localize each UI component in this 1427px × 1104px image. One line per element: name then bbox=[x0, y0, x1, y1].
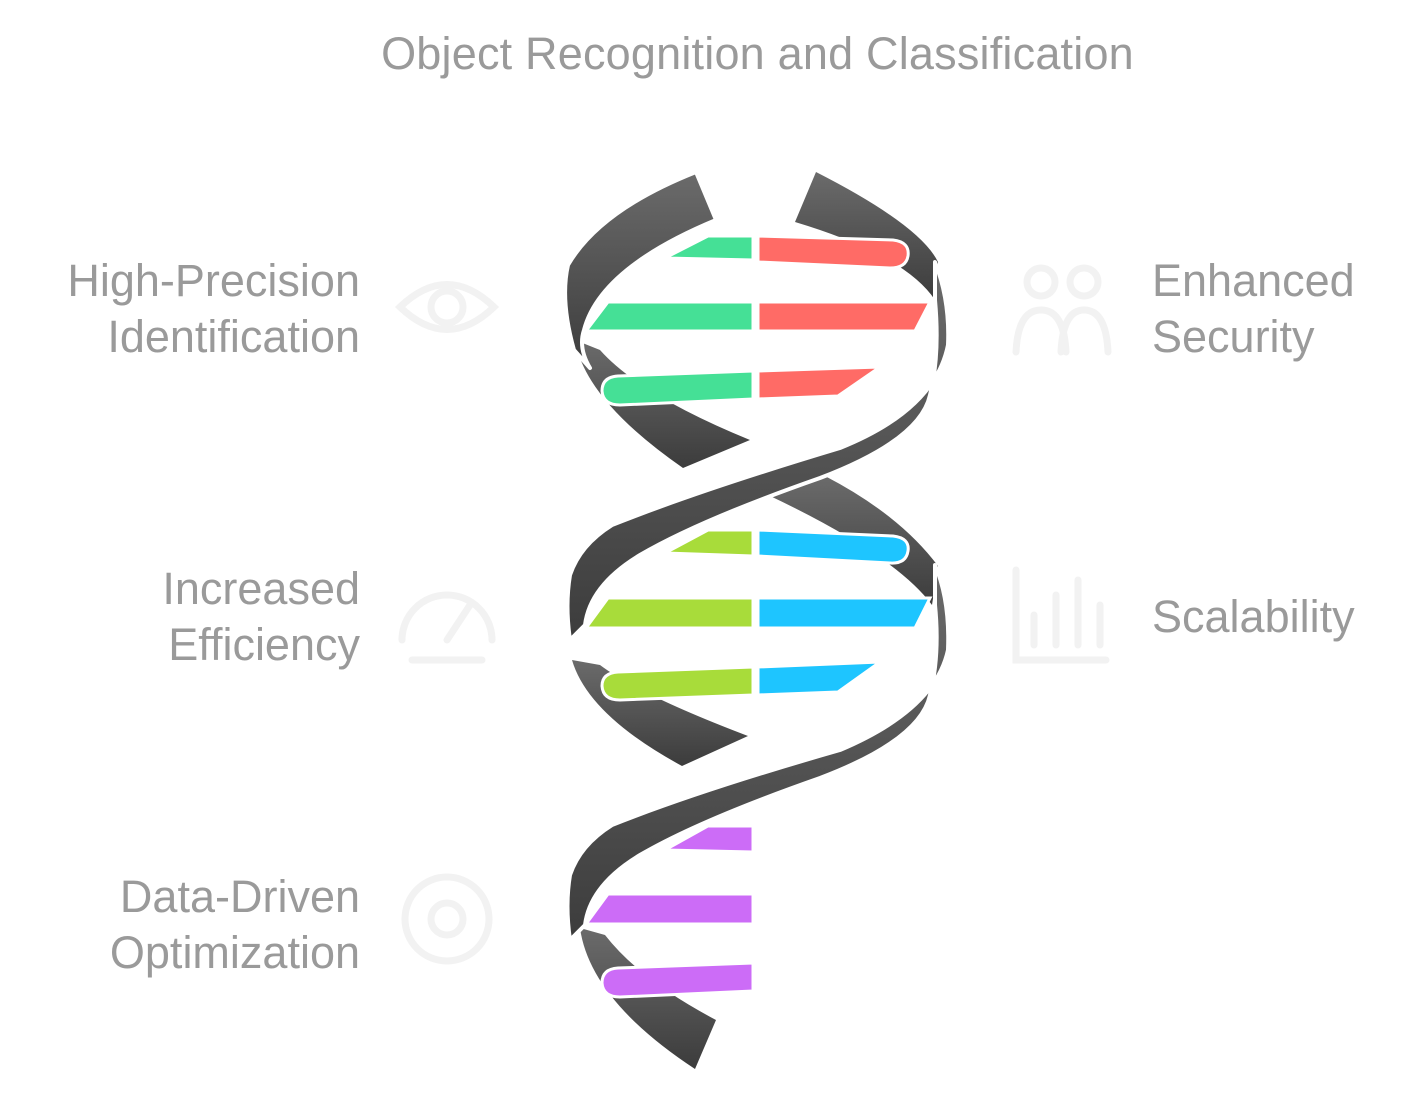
diagram-title: Object Recognition and Classification bbox=[381, 28, 1134, 79]
label-high-precision: High-Precision Identification bbox=[0, 253, 360, 365]
label-line: Scalability bbox=[1152, 591, 1355, 642]
rung-left bbox=[664, 234, 755, 262]
rung-right bbox=[756, 596, 933, 630]
label-enhanced-security: Enhanced Security bbox=[1152, 253, 1422, 365]
people-icon bbox=[1012, 264, 1112, 356]
label-scalability: Scalability bbox=[1152, 589, 1422, 645]
rung-right bbox=[756, 300, 933, 333]
label-line: Identification bbox=[107, 311, 360, 362]
rung-right bbox=[756, 234, 910, 270]
strand-segment bbox=[795, 172, 938, 300]
strand-segment bbox=[565, 563, 951, 942]
speed-icon bbox=[398, 591, 496, 664]
strand-segment bbox=[768, 476, 938, 605]
rung-left bbox=[659, 824, 755, 854]
rung-left bbox=[659, 528, 755, 558]
rung-right bbox=[756, 528, 910, 565]
rung-right bbox=[756, 660, 885, 697]
gear-icon bbox=[401, 873, 493, 965]
rungs bbox=[582, 234, 933, 999]
label-increased-efficiency: Increased Efficiency bbox=[0, 561, 360, 673]
rung-left bbox=[582, 300, 755, 333]
rung-left bbox=[600, 961, 755, 999]
rung-left bbox=[583, 596, 755, 630]
rung-left bbox=[600, 665, 755, 702]
strand-segment bbox=[563, 170, 718, 370]
label-line: Efficiency bbox=[168, 619, 360, 670]
label-line: Data-Driven bbox=[119, 871, 360, 922]
label-line: Optimization bbox=[109, 927, 360, 978]
strand-segment bbox=[565, 260, 951, 642]
rung-left bbox=[583, 892, 755, 926]
strand-segment bbox=[580, 928, 716, 1069]
label-data-driven: Data-Driven Optimization bbox=[0, 869, 360, 981]
chart-icon bbox=[1012, 566, 1110, 664]
label-line: Enhanced bbox=[1152, 255, 1355, 306]
label-line: High-Precision bbox=[67, 255, 360, 306]
helix-front-strand bbox=[563, 170, 951, 942]
eye-icon bbox=[394, 281, 500, 333]
rung-left bbox=[600, 369, 755, 407]
label-line: Security bbox=[1152, 311, 1315, 362]
label-line: Increased bbox=[162, 563, 360, 614]
rung-right bbox=[756, 365, 886, 401]
